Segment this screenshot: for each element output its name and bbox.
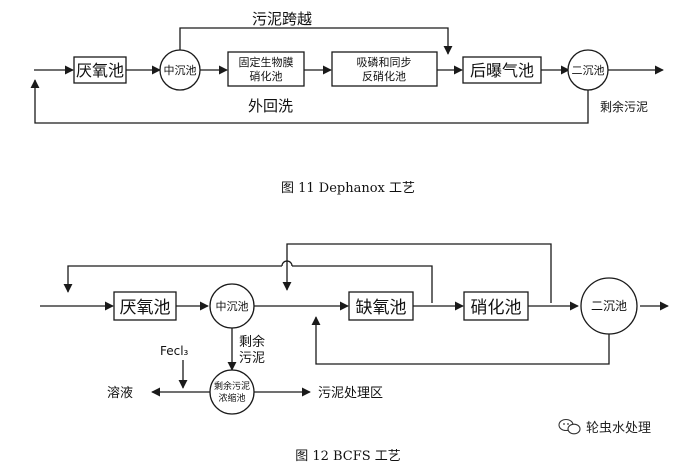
fig11-mid-clarifier-label: 中沉池 — [164, 64, 197, 77]
fig12-excess-label-2: 污泥 — [239, 351, 265, 366]
fig11-mid-clarifier — [159, 49, 201, 91]
fig11-fixed-film-tank — [227, 51, 305, 87]
fig12-anaerobic-tank — [113, 291, 177, 321]
fig11-caption: 图 11 Dephanox 工艺 — [281, 181, 415, 196]
fig12-recycle-line — [292, 265, 433, 303]
watermark-text: 轮虫水处理 — [586, 421, 651, 436]
fig11-bypass-line — [179, 27, 453, 55]
fig12-solution-label: 溶液 — [107, 386, 133, 401]
fig12-sludge-return-line — [311, 316, 610, 365]
fig11-excess-sludge-label: 剩余污泥 — [600, 99, 648, 114]
fig12-secondary-clarifier — [580, 277, 638, 335]
fig12-caption: 图 12 BCFS 工艺 — [295, 449, 401, 464]
fig12-nitrification-tank — [463, 291, 529, 321]
wechat-icon — [558, 418, 581, 435]
fig11-post-aeration-label: 后曝气池 — [470, 61, 534, 80]
fig12-thickener-label-2: 浓缩池 — [218, 392, 245, 404]
watermark: 轮虫水处理 — [558, 418, 651, 436]
fig11-fixed-film-label-2: 硝化池 — [250, 69, 283, 83]
fig12-anoxic-label: 缺氧池 — [356, 298, 407, 318]
fig11-bypass-label: 污泥跨越 — [252, 10, 312, 28]
fig12-recycle-arrow — [63, 265, 282, 293]
fig11-p-uptake-label-2: 反硝化池 — [362, 69, 406, 83]
fig12-fecl3-label: Fecl₃ — [160, 344, 189, 358]
fig11-post-aeration-tank — [462, 56, 542, 84]
fig12-sludge-area-label: 污泥处理区 — [318, 386, 383, 401]
fig12-anoxic-tank — [348, 291, 414, 321]
fig12-thickener-label-1: 剩余污泥 — [214, 380, 250, 392]
figure-12: 厌氧池 中沉池 缺氧池 硝化池 二沉池 剩余 污泥 剩余污泥 浓缩池 Fecl₃… — [40, 243, 669, 464]
figure-11: 污泥跨越 外回洗 剩余污泥 厌氧池 中沉池 固定生物膜 硝化池 吸磷和同步 反硝… — [30, 10, 664, 196]
fig12-anaerobic-label: 厌氧池 — [120, 298, 171, 318]
fig11-p-uptake-tank — [331, 51, 438, 87]
fig12-return-line — [282, 243, 552, 303]
fig11-anaerobic-tank — [73, 56, 127, 84]
fig12-mid-clarifier-label: 中沉池 — [216, 300, 249, 313]
fig11-return-label: 外回洗 — [248, 97, 293, 115]
fig11-anaerobic-label: 厌氧池 — [76, 61, 124, 80]
fig12-nitrification-label: 硝化池 — [471, 298, 522, 318]
fig12-secondary-clarifier-label: 二沉池 — [591, 299, 627, 313]
fig11-fixed-film-label-1: 固定生物膜 — [239, 55, 294, 69]
fig11-secondary-clarifier — [567, 49, 609, 91]
fig12-thickener — [209, 369, 255, 415]
fig11-return-line — [30, 79, 589, 124]
fig11-p-uptake-label-1: 吸磷和同步 — [357, 56, 412, 69]
fig11-secondary-clarifier-label: 二沉池 — [572, 64, 605, 77]
fig12-excess-label-1: 剩余 — [239, 334, 265, 350]
